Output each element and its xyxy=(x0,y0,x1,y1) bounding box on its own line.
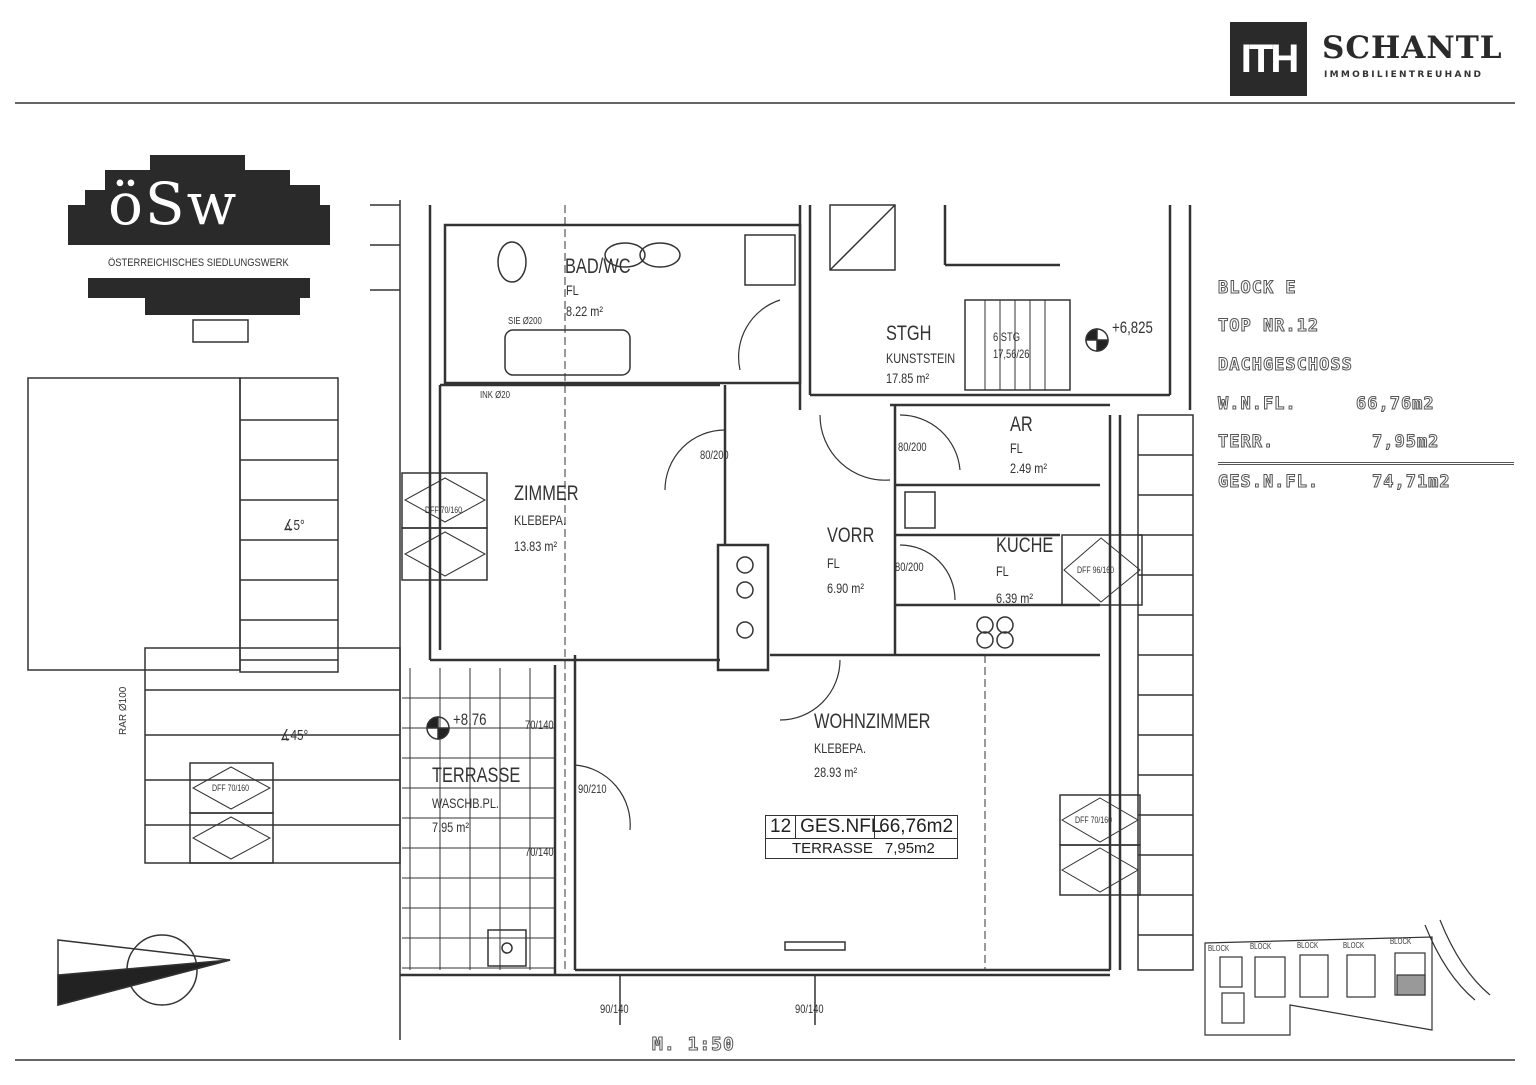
roof-window xyxy=(189,812,274,864)
info-terr-label: TERR. xyxy=(1217,432,1275,453)
room-floor-ar: FL xyxy=(1010,440,1023,456)
roof-window-label: DFF 70/160 xyxy=(1075,815,1113,825)
summary-total-label: GES.NFL. xyxy=(796,816,887,838)
pipe-label: SIE Ø200 xyxy=(508,316,542,327)
door-dimension: 90/210 xyxy=(578,782,607,796)
site-plan xyxy=(1204,919,1491,1036)
scale-label: M. 1:50 xyxy=(652,1034,735,1056)
site-plan-block-label: BLOCK xyxy=(1250,942,1272,951)
site-plan-block-label: BLOCK xyxy=(1343,941,1365,950)
pipe-label: INK Ø20 xyxy=(480,390,510,401)
roof-window-label: DFF 96/160 xyxy=(1077,565,1115,575)
info-block: BLOCK E xyxy=(1218,278,1297,299)
window-dimension: 90/140 xyxy=(795,1002,824,1016)
site-plan-block-label: BLOCK xyxy=(1390,937,1412,946)
roof-area xyxy=(27,377,241,671)
summary-top-no: 12 xyxy=(766,816,797,838)
elevation-marker-icon xyxy=(426,716,450,740)
roof-window xyxy=(1059,844,1141,896)
stairs xyxy=(964,299,1071,391)
summary-terrace-value: 7,95m2 xyxy=(884,840,935,857)
room-name-zimmer: ZIMMER xyxy=(514,482,579,505)
info-top: TOP NR.12 xyxy=(1217,316,1320,337)
room-floor-bad: FL xyxy=(566,282,579,298)
sink xyxy=(604,242,646,268)
agency-name: SCHANTL xyxy=(1322,30,1503,66)
room-floor-terrasse: WASCHB.PL. xyxy=(432,795,499,811)
bathtub xyxy=(504,329,631,376)
rain-pipe-label: RAR Ø100 xyxy=(118,686,129,735)
roof-slope-45: ∡45° xyxy=(280,727,309,744)
shower xyxy=(744,234,796,286)
lift xyxy=(829,204,896,271)
room-name-wohnzimmer: WOHNZIMMER xyxy=(814,710,931,733)
window-dimension: 70/140 xyxy=(525,845,554,859)
info-divider xyxy=(1218,462,1514,465)
area-summary-box: 12 GES.NFL. 66,76m2 TERRASSE 7,95m2 xyxy=(765,815,959,859)
room-name-bad: BAD/WC xyxy=(565,255,631,278)
room-name-vorr: VORR xyxy=(827,524,875,547)
stairs-dimension: 17,56/26 xyxy=(993,347,1030,361)
room-floor-wohnzimmer: KLEBEPA. xyxy=(814,740,867,756)
room-area-kueche: 6.39 m² xyxy=(996,590,1034,606)
kitchen-sink xyxy=(904,491,936,529)
sink xyxy=(639,242,681,268)
wall-bad xyxy=(443,223,802,385)
roof-slope-5: ∡5° xyxy=(283,517,305,534)
room-floor-vorr: FL xyxy=(827,555,840,571)
roof-window xyxy=(1061,534,1143,606)
summary-terrace-label: TERRASSE xyxy=(792,840,873,857)
toilet xyxy=(497,241,527,283)
roof-window xyxy=(401,527,488,581)
elevation-marker-icon xyxy=(1085,328,1109,352)
door-dimension: 80/200 xyxy=(895,560,924,574)
roof-window xyxy=(401,472,488,529)
room-name-terrasse: TERRASSE xyxy=(432,764,521,787)
north-arrow-icon xyxy=(57,934,231,1006)
door-dimension: 80/200 xyxy=(898,440,927,454)
info-floor: DACHGESCHOSS xyxy=(1218,355,1353,376)
roof-ladder xyxy=(239,377,339,673)
site-plan-block-label: BLOCK xyxy=(1208,944,1230,953)
room-name-kueche: KÜCHE xyxy=(996,534,1054,557)
room-area-bad: 8.22 m² xyxy=(566,303,604,319)
info-total-label: GES.N.FL. xyxy=(1217,472,1320,493)
info-wnfl-value: 66,76m2 xyxy=(1356,394,1435,415)
room-area-wohnzimmer: 28.93 m² xyxy=(814,764,858,780)
agency-logo: ITH xyxy=(1230,22,1307,96)
room-name-ar: AR xyxy=(1010,413,1033,436)
roof-window-label: DFF 70/160 xyxy=(425,505,463,515)
window-dimension: 70/140 xyxy=(525,718,554,732)
agency-subtitle: IMMOBILIENTREUHAND xyxy=(1324,70,1484,80)
info-terr-value: 7,95m2 xyxy=(1371,432,1440,453)
window-dimension: 90/140 xyxy=(600,1002,629,1016)
room-area-stgh: 17.85 m² xyxy=(886,370,930,386)
elevation-stair: +6,825 xyxy=(1112,318,1153,337)
room-name-stgh: STGH xyxy=(886,322,932,345)
room-floor-stgh: KUNSTSTEIN xyxy=(886,350,956,366)
osw-logo-graphic xyxy=(68,155,330,315)
developer-name: ÖSTERREICHISCHES SIEDLUNGSWERK xyxy=(108,257,289,269)
elevation-terrace: +8,76 xyxy=(453,710,487,729)
room-area-terrasse: 7.95 m² xyxy=(432,819,470,835)
door-dimension: 80/200 xyxy=(700,448,729,462)
room-area-vorr: 6.90 m² xyxy=(827,580,865,596)
developer-logo: öSw xyxy=(108,170,239,238)
room-floor-zimmer: KLEBEPA. xyxy=(514,512,567,528)
summary-total-value: 66,76m2 xyxy=(879,816,954,837)
info-total-value: 74,71m2 xyxy=(1372,472,1451,493)
roof-window-label: DFF 70/160 xyxy=(212,783,250,793)
room-area-ar: 2.49 m² xyxy=(1010,460,1048,476)
room-area-zimmer: 13.83 m² xyxy=(514,538,558,554)
stairs-count: 6 STG xyxy=(993,330,1021,344)
site-plan-block-label: BLOCK xyxy=(1297,941,1319,950)
room-floor-kueche: FL xyxy=(996,563,1009,579)
info-wnfl-label: W.N.FL. xyxy=(1218,394,1297,415)
